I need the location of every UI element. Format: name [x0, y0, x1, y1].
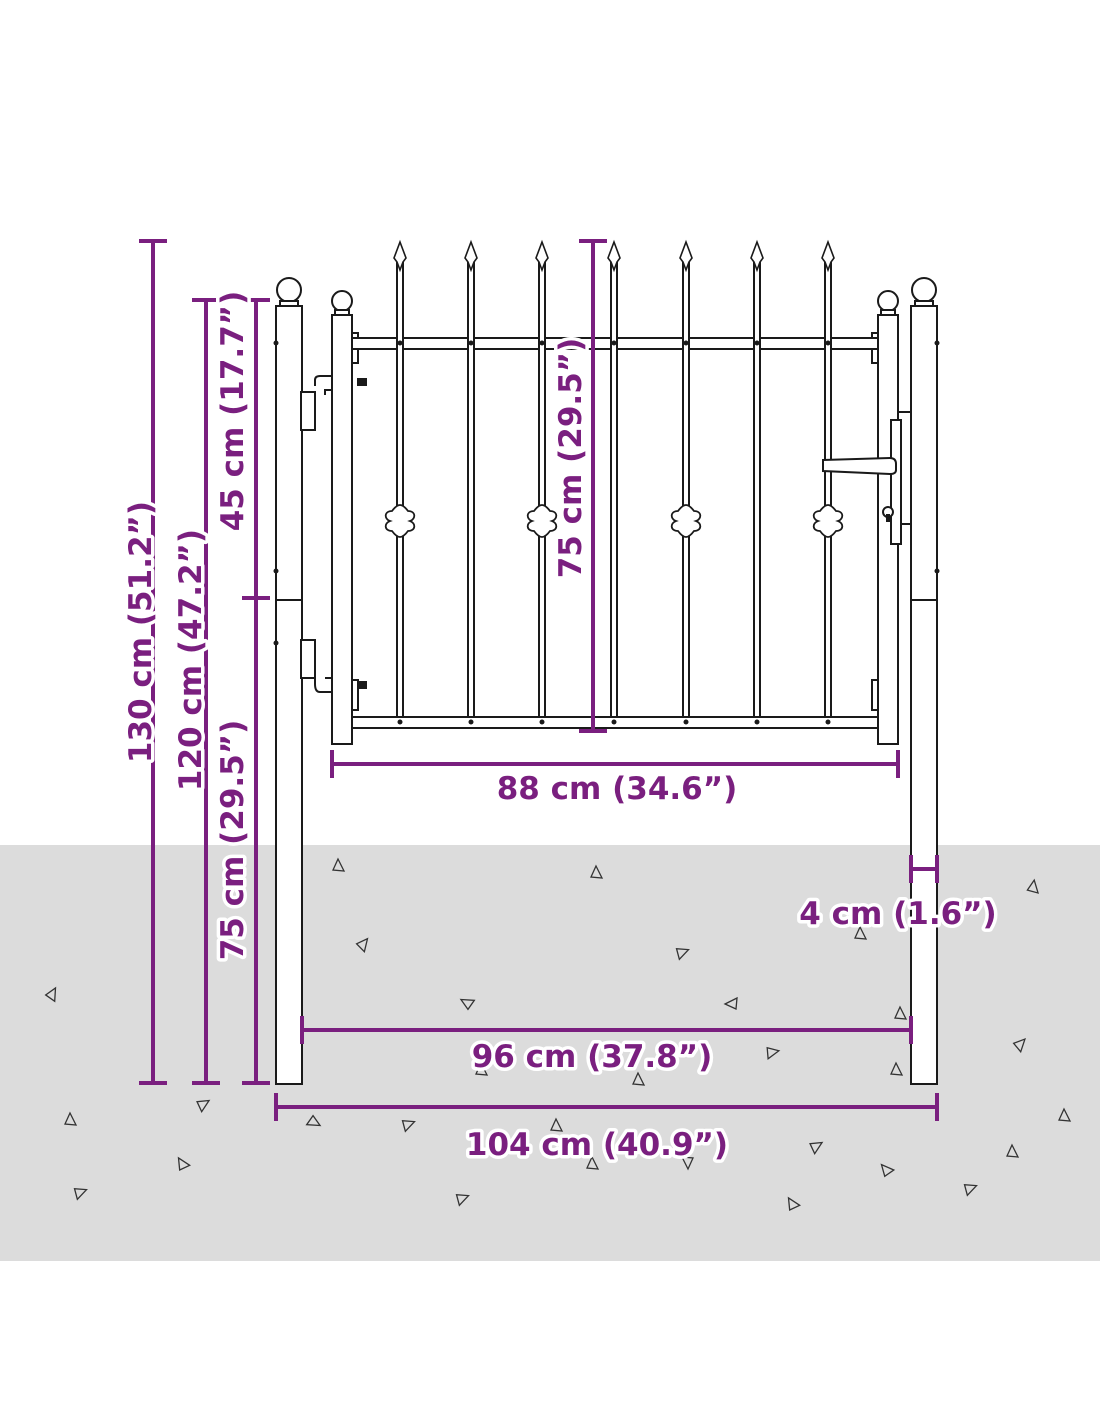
- label-gate-panel-height: 75 cm (29.5”): [553, 338, 589, 579]
- label-gate-width: 88 cm (34.6”): [497, 771, 738, 807]
- label-total-height: 130 cm (51.2”): [123, 501, 159, 763]
- gate-pickets: [384, 241, 844, 725]
- left-post: [273, 277, 303, 1085]
- label-upper-post-section: 45 cm (17.7”): [215, 291, 251, 532]
- label-lower-post-section: 75 cm (29.5”): [215, 720, 251, 961]
- label-overall-width: 104 cm (40.9”): [466, 1127, 728, 1163]
- hinge-upper: [300, 375, 367, 431]
- dimension-lines: [139, 239, 939, 1121]
- label-inner-post-distance: 96 cm (37.8”): [472, 1039, 713, 1075]
- gate-lock: [822, 411, 912, 545]
- label-post-height: 120 cm (47.2”): [173, 529, 209, 791]
- right-post: [910, 277, 940, 1085]
- hinge-lower: [300, 639, 367, 693]
- label-post-width: 4 cm (1.6”): [799, 896, 996, 932]
